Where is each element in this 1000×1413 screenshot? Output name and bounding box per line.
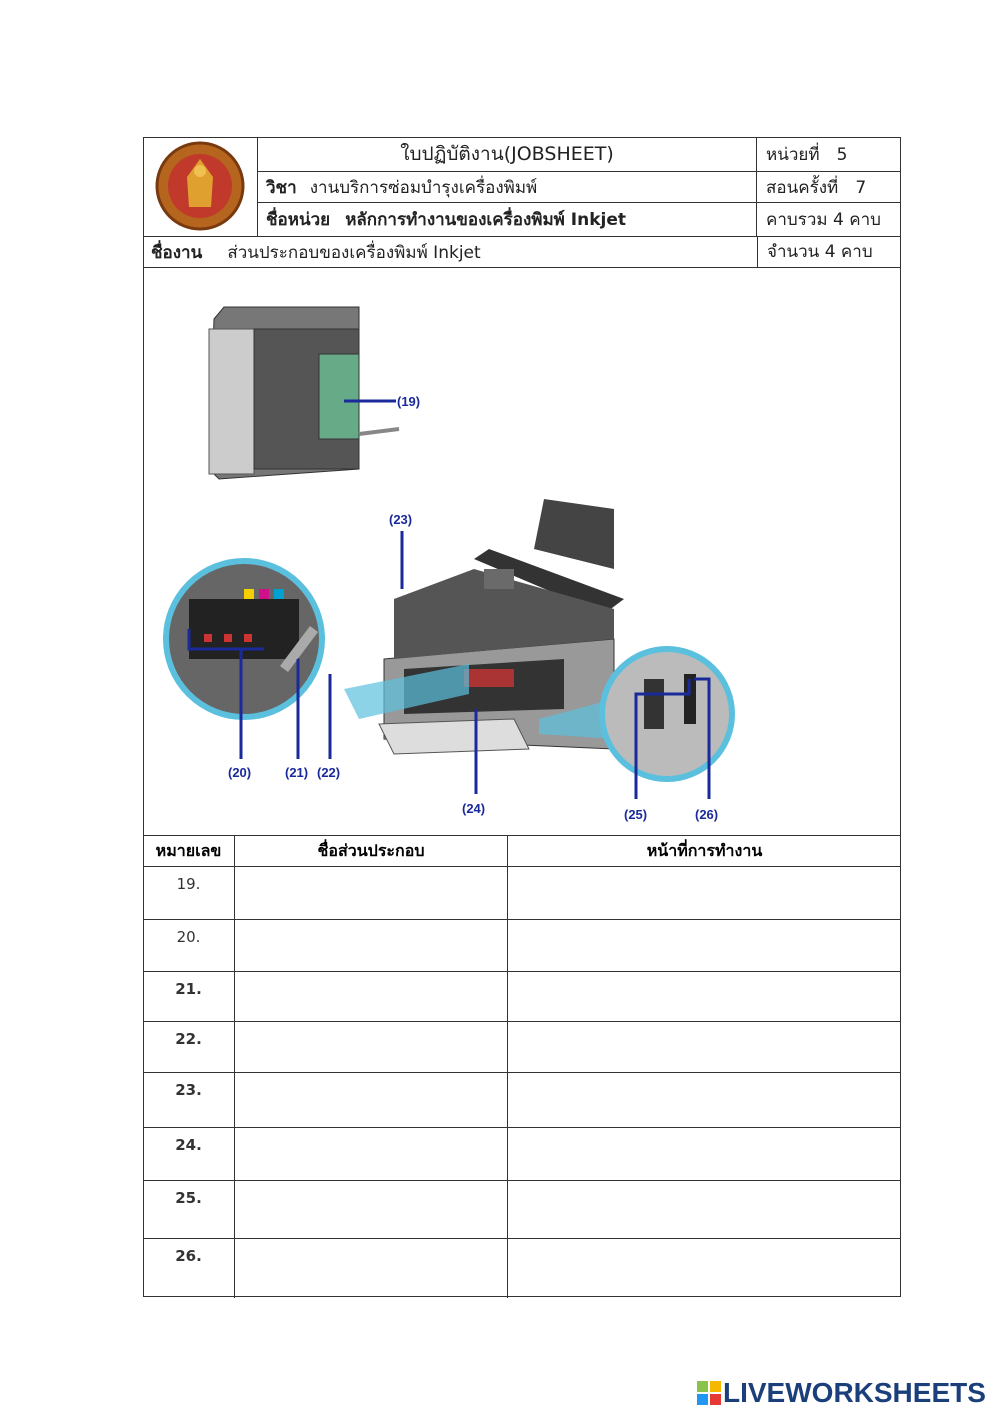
unit-label: หน่วยที่ [766,145,820,165]
function-input[interactable] [508,1181,901,1239]
worksheet-frame [143,137,901,1297]
component-name-input[interactable] [235,920,508,972]
callout-22: (22) [317,765,340,780]
row-number: 20. [143,920,235,972]
job-label: ชื่องาน [151,243,203,263]
printer-back-illustration [208,306,400,480]
function-input[interactable] [508,972,901,1022]
row-number: 25. [143,1181,235,1239]
unit-cell: หน่วยที่ 5 [757,137,901,172]
component-name-input[interactable] [235,1073,508,1128]
subject-value: งานบริการซ่อมบำรุงเครื่องพิมพ์ [309,178,538,198]
lesson-value: 7 [855,178,867,198]
lesson-cell: สอนครั้งที่ 7 [757,172,901,203]
header-number: หมายเลข [143,836,235,867]
unit-name-value: หลักการทำงานของเครื่องพิมพ์ Inkjet [345,210,627,230]
callout-24: (24) [462,801,485,816]
callout-26: (26) [695,807,718,822]
component-name-input[interactable] [235,867,508,920]
page-title: ใบปฏิบัติงาน(JOBSHEET) [400,143,614,165]
function-input[interactable] [508,1073,901,1128]
callout-19: (19) [397,394,420,409]
header-function: หน้าที่การทำงาน [508,836,901,867]
callout-25: (25) [624,807,647,822]
component-name-input[interactable] [235,1239,508,1298]
brand-text: LIVEWORKSHEETS [723,1377,986,1408]
subject-label: วิชา [266,178,297,198]
title-cell: ใบปฏิบัติงาน(JOBSHEET) [258,137,757,172]
job-row: ชื่องาน ส่วนประกอบของเครื่องพิมพ์ Inkjet [143,236,901,268]
callout-20: (20) [228,765,251,780]
function-input[interactable] [508,867,901,920]
ink-cartridge-zoom [163,558,469,720]
liveworksheets-brand: LIVEWORKSHEETS [697,1377,986,1408]
printer-open-illustration [378,499,624,755]
row-number: 24. [143,1128,235,1181]
function-input[interactable] [508,1128,901,1181]
printer-diagram: (19) (23) (24) [163,306,735,822]
row-number: 26. [143,1239,235,1298]
live-logo-icon [697,1381,721,1405]
unit-value: 5 [836,145,848,165]
unit-name-cell: ชื่อหน่วย หลักการทำงานของเครื่องพิมพ์ In… [258,203,757,236]
function-input[interactable] [508,1239,901,1298]
component-name-input[interactable] [235,1022,508,1073]
school-logo [143,137,258,236]
function-input[interactable] [508,920,901,972]
unit-name-label: ชื่อหน่วย [266,210,331,230]
row-number: 21. [143,972,235,1022]
component-name-input[interactable] [235,972,508,1022]
subject-cell: วิชา งานบริการซ่อมบำรุงเครื่องพิมพ์ [258,172,757,203]
header-component-name: ชื่อส่วนประกอบ [235,836,508,867]
callout-21: (21) [285,765,308,780]
row-number: 19. [143,867,235,920]
lesson-label: สอนครั้งที่ [766,178,839,198]
total-periods-cell: คาบรวม 4 คาบ [757,203,901,236]
total-periods: คาบรวม 4 คาบ [766,210,881,230]
seal-logo-icon [155,141,245,231]
row-number: 22. [143,1022,235,1073]
periods: จำนวน 4 คาบ [767,242,873,262]
job-value: ส่วนประกอบของเครื่องพิมพ์ Inkjet [227,243,481,263]
function-input[interactable] [508,1022,901,1073]
row-number: 23. [143,1073,235,1128]
component-name-input[interactable] [235,1181,508,1239]
answer-table: หมายเลข ชื่อส่วนประกอบ หน้าที่การทำงาน 1… [143,835,901,1298]
callout-23: (23) [389,512,412,527]
component-name-input[interactable] [235,1128,508,1181]
periods-cell: จำนวน 4 คาบ [757,236,901,268]
